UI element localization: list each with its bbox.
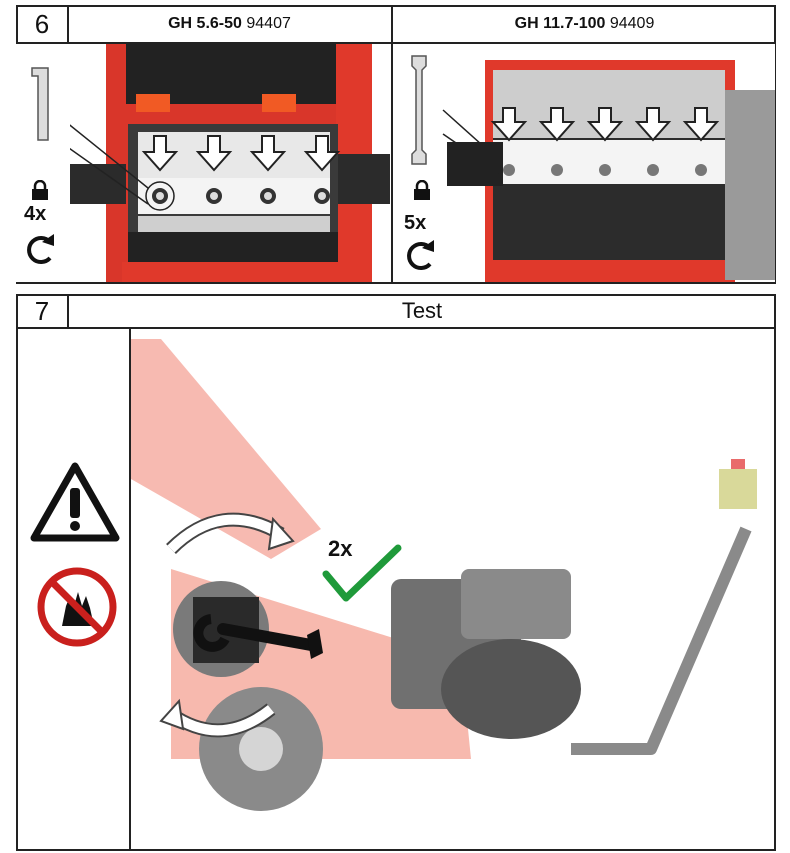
model-name: GH 11.7-100 [514, 15, 606, 32]
lock-icon [32, 180, 48, 200]
step6-right-header: GH 11.7-100 94409 [393, 5, 776, 43]
step7-number: 7 [34, 296, 50, 326]
warning-triangle-icon [30, 462, 120, 542]
shredder-blade-illustration-right [393, 44, 775, 282]
step6-left-header: GH 5.6-50 94407 [68, 5, 391, 43]
shredder-blade-illustration-left [66, 44, 390, 282]
wrench-icon [411, 55, 427, 165]
step6-right-count: 5x [404, 212, 427, 234]
step6-number: 6 [34, 9, 50, 39]
model-name: GH 5.6-50 [168, 15, 242, 32]
allen-key-icon [31, 67, 49, 141]
rotate-clockwise-icon [407, 240, 434, 270]
rotate-clockwise-icon [27, 234, 54, 264]
step6-left-count: 4x [24, 203, 47, 225]
shredder-test-illustration [131, 329, 774, 849]
no-hands-icon [37, 567, 117, 647]
checkmark-icon [322, 544, 402, 602]
step7-title: Test [401, 298, 443, 323]
model-code: 94409 [609, 15, 655, 32]
step7-count: 2x [328, 536, 353, 561]
model-code: 94407 [246, 15, 291, 32]
lock-icon [414, 180, 430, 200]
